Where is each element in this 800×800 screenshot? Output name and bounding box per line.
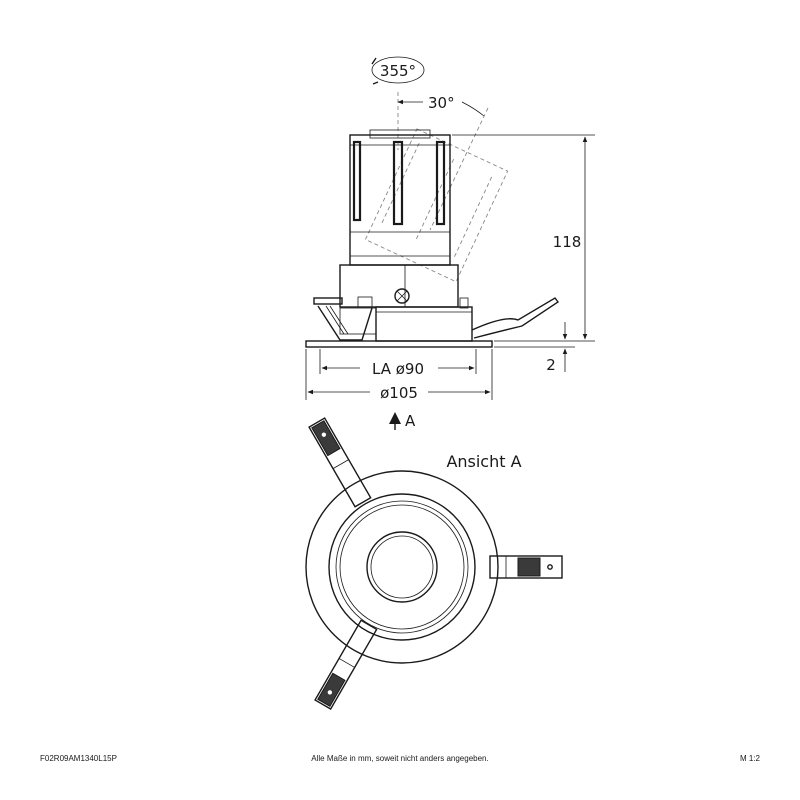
gimbal-block xyxy=(339,264,459,308)
reflector-ring xyxy=(339,504,465,630)
spring-arm-top-left xyxy=(308,417,372,508)
article-code: F02R09AM1340L15P xyxy=(40,754,117,763)
cutout-label: LA ø90 xyxy=(372,360,424,378)
rotation-label: 355° xyxy=(380,62,416,80)
spring-arm-right xyxy=(489,555,563,579)
inner-ring-outer xyxy=(328,493,476,641)
top-view-title: Ansicht A xyxy=(446,452,521,471)
screw-icon xyxy=(394,288,410,304)
footer: F02R09AM1340L15P Alle Maße in mm, soweit… xyxy=(40,754,761,763)
up-arrow-icon xyxy=(389,412,401,424)
height-label: 118 xyxy=(553,233,582,251)
spring-arm-bottom-left xyxy=(314,619,378,710)
rotation-indicator: 355° xyxy=(371,56,425,85)
flange-dimension: 2 xyxy=(494,322,575,374)
lens-inner xyxy=(370,535,434,599)
lens-ring xyxy=(366,531,438,603)
diameter-label: ø105 xyxy=(380,384,418,402)
view-arrow-label: A xyxy=(405,412,416,430)
scale-label: M 1:2 xyxy=(740,754,761,763)
flange xyxy=(305,340,493,348)
diameter-dimension: ø105 xyxy=(305,349,493,402)
height-dimension: 118 xyxy=(452,134,595,342)
tilted-outline xyxy=(364,128,509,283)
heat-sink xyxy=(349,129,451,266)
tilt-indicator: 30° xyxy=(397,92,489,231)
cutout-dimension: LA ø90 xyxy=(319,349,477,378)
spring-clip-right xyxy=(471,297,560,339)
spring-clip-left xyxy=(313,297,377,341)
footer-note: Alle Maße in mm, soweit nicht anders ang… xyxy=(311,754,488,763)
top-view: Ansicht A xyxy=(305,417,563,710)
side-view: 355° 30° xyxy=(305,56,595,430)
outer-flange-ring xyxy=(305,470,499,664)
view-arrow: A xyxy=(389,412,416,430)
inner-ring-inner xyxy=(335,500,469,634)
tilt-label: 30° xyxy=(428,94,455,112)
flange-label: 2 xyxy=(546,356,556,374)
